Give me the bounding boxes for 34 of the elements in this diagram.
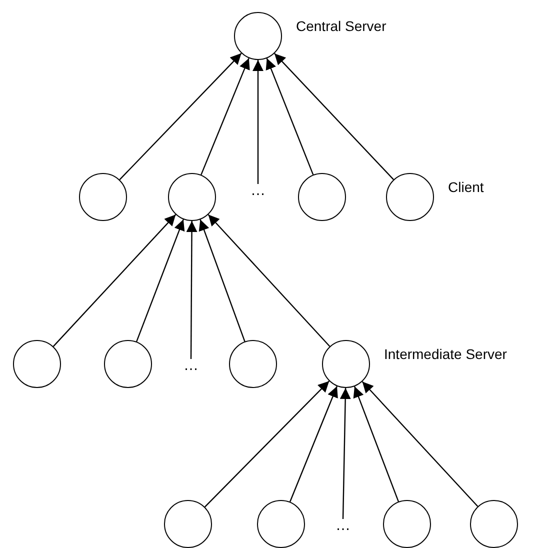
arrow [274,53,394,180]
arrow [119,52,242,180]
circle-node [234,12,282,60]
node-label: Intermediate Server [384,346,507,362]
circle-node [229,340,277,388]
circle-node [104,340,152,388]
node-label: Central Server [296,18,386,34]
arrow [200,58,250,176]
circle-node [79,173,127,221]
circle-node [298,173,346,221]
circle-node [386,173,434,221]
circle-node [322,340,370,388]
arrow [353,386,400,502]
arrow [198,219,246,342]
ellipsis: … [244,184,272,200]
arrow [362,381,478,507]
circle-node [164,500,212,548]
arrow [289,386,338,502]
arrow [204,380,330,508]
arrow [252,60,264,184]
arrow [136,219,185,342]
arrow [208,214,330,347]
ellipsis: … [329,519,357,535]
arrow [186,221,198,359]
ellipsis: … [177,359,205,375]
circle-node [257,500,305,548]
arrow [266,58,314,175]
circle-node [470,500,518,548]
circle-node [168,173,216,221]
circle-node [13,340,61,388]
node-label: Client [448,179,484,195]
arrow [52,214,176,347]
arrow [340,388,351,520]
circle-node [383,500,431,548]
